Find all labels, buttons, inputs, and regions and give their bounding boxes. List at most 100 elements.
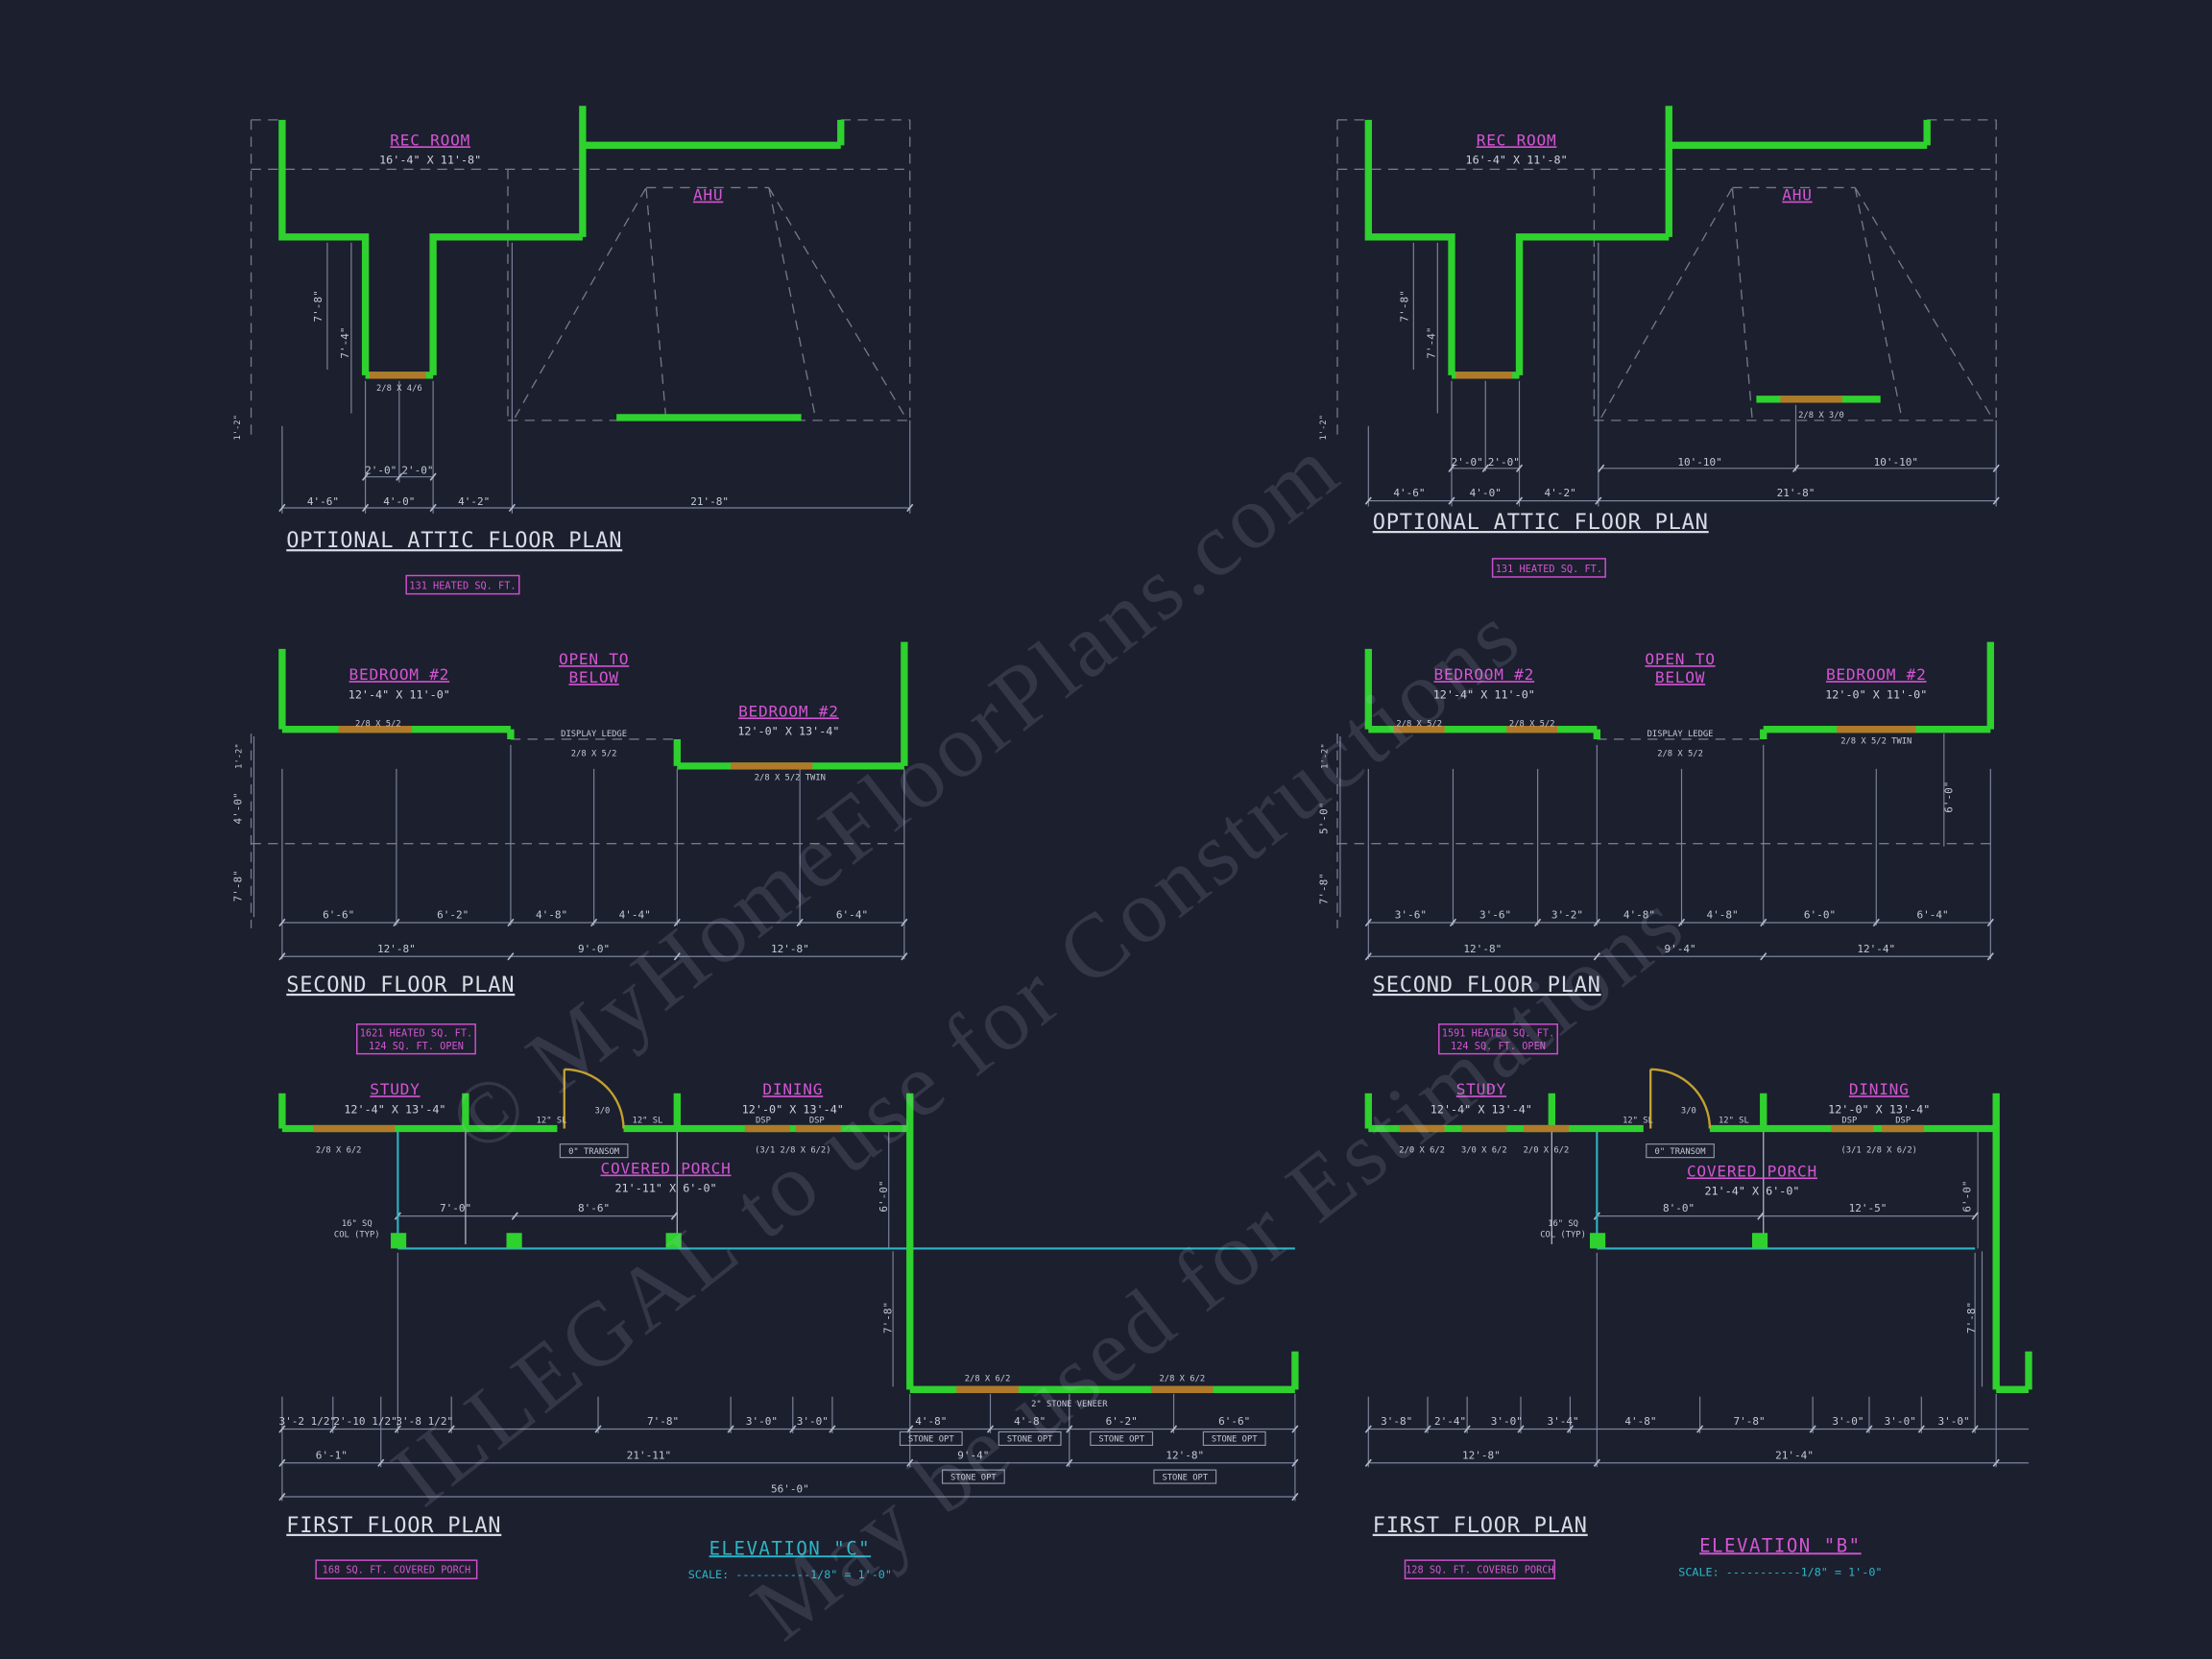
room-size-rec-room: 16'-4" X 11'-8" [1466, 153, 1568, 166]
window-spec: 3/0 X 6/2 [1461, 1145, 1507, 1155]
dimension-text: 4'-6" [1393, 487, 1425, 499]
room-size: 21'-11" X 6'-0" [614, 1182, 716, 1195]
label-box [1202, 1431, 1266, 1446]
dimension-text: 9'-4" [1664, 943, 1695, 955]
label-boxes [559, 1143, 1715, 1484]
window-spec: 12" SL [633, 1117, 663, 1126]
boxed-label: STONE OPT [1098, 1435, 1144, 1445]
dimension-text: 8'-6" [578, 1202, 610, 1214]
dimension-text: 21'-8" [690, 495, 729, 508]
dimension-text: 12'-8" [1463, 943, 1502, 955]
dimension-text: 3'-0" [1491, 1415, 1523, 1428]
dimension-text: 5'-0" [1318, 803, 1331, 834]
dimension-text: 7'-4" [1425, 326, 1437, 358]
dimension-text: 4'-8" [1624, 1415, 1656, 1428]
room-size: 12'-0" X 13'-4" [737, 725, 839, 738]
dimension-text: 4'-6" [307, 495, 339, 508]
window-spec: 2/8 X 5/2 [1657, 750, 1703, 759]
window-spec: DSP [1841, 1117, 1857, 1126]
dimension-text: 6'-0" [1943, 781, 1956, 813]
window-spec: 1'-2" [1321, 743, 1331, 768]
dimension-text: 12'-8" [1462, 1449, 1501, 1461]
window-marker [731, 762, 813, 770]
window-marker [1455, 372, 1513, 379]
window-spec: 2/8 X 5/2 [571, 750, 617, 759]
window-spec: 2/8 X 5/2 [1396, 720, 1442, 730]
door-swing [1649, 1068, 1712, 1129]
room-size: 12'-4" X 11'-0" [349, 687, 450, 701]
dimension-text: 7'-8" [647, 1415, 679, 1428]
dimension-text: 7'-8" [1398, 290, 1410, 322]
dimension-text: 3'-0" [1938, 1415, 1970, 1428]
dimension-text: 7'-8" [1318, 873, 1331, 904]
room-label-dining: DINING [1849, 1080, 1910, 1098]
dimension-text: 3'-8" [1381, 1415, 1412, 1428]
window-spec: 2/8 X 5/2 TWIN [1840, 736, 1911, 746]
panel-attic-right: OPTIONAL ATTIC FLOOR PLAN 131 HEATED SQ.… [1336, 106, 2000, 578]
transom-label: 0" TRANSOM [568, 1147, 619, 1157]
room-size-rec-room: 16'-4" X 11'-8" [379, 153, 481, 166]
window-spec: DISPLAY LEDGE [561, 730, 627, 739]
boxed-label: STONE OPT [908, 1435, 954, 1445]
label-box [899, 1431, 963, 1446]
boxed-label: STONE OPT [1212, 1435, 1258, 1445]
dimension-text: 4'-8" [1707, 909, 1739, 922]
dimension-text: 10'-10" [1874, 456, 1918, 469]
room-size: 12'-4" X 11'-0" [1433, 687, 1535, 701]
dimension-text: 3'-2" [1551, 909, 1583, 922]
window-spec: 2/8 X 6/2 [316, 1145, 362, 1155]
sqft-label: 131 HEATED SQ. FT. [1496, 564, 1602, 575]
dimension-text: 21'-11" [627, 1449, 671, 1461]
room-label-ahu: AHU [693, 186, 723, 204]
window-marker [369, 372, 426, 379]
dimension-text: 2'-0" [1488, 456, 1520, 469]
window-spec: DISPLAY LEDGE [1647, 730, 1714, 739]
dimension-text: 4'-2" [1545, 487, 1576, 499]
dimension-text: 7'-0" [440, 1202, 471, 1214]
dimension-text: 6'-1" [316, 1449, 348, 1461]
porch-column [506, 1233, 522, 1249]
window-spec: DSP [756, 1117, 771, 1126]
dimension-text: 2'-0" [1452, 456, 1483, 469]
panel-first-right: FIRST FLOOR PLAN 128 SQ. FT. COVERED POR… [1364, 1068, 2032, 1579]
label-box [1646, 1143, 1715, 1159]
window-spec: 2/8 X 6/2 [965, 1375, 1011, 1384]
window-marker [1393, 726, 1445, 733]
elevation-c-label: ELEVATION "C" SCALE: -----------1/8" = 1… [688, 1537, 892, 1581]
dimension-text: 3'-0" [1885, 1415, 1916, 1428]
dimension-text: 2'-10 1/2" [333, 1415, 397, 1428]
dimension-text: 4'-8" [536, 909, 567, 922]
window-spec: 1'-2" [233, 415, 243, 440]
dimension-text: 6'-4" [836, 909, 868, 922]
window-spec: 2/8 X 5/2 TWIN [755, 774, 826, 783]
label-box [1153, 1469, 1217, 1484]
sqft-label: 131 HEATED SQ. FT. [409, 580, 516, 591]
sqft-box [1491, 558, 1606, 578]
dimension-text: 2'-0" [365, 465, 397, 477]
room-label-bedroom-2: BEDROOM #2 [1433, 665, 1534, 684]
title-first-right: FIRST FLOOR PLAN [1373, 1514, 1588, 1538]
dimension-text: 3'-2 1/2" [278, 1415, 336, 1428]
window-spec: DSP [809, 1117, 825, 1126]
window-marker [338, 726, 413, 733]
window-spec: 2/8 X 3/0 [1798, 411, 1844, 421]
title-second-left: SECOND FLOOR PLAN [286, 974, 515, 998]
dimension-text: 6'-4" [1916, 909, 1948, 922]
watermark-line: May be used for Estimations [733, 872, 1703, 1659]
dimension-text: 12'-4" [1857, 943, 1895, 955]
dimension-text: 10'-10" [1677, 456, 1721, 469]
porch-column [391, 1233, 407, 1249]
dimension-text: 3'-0" [746, 1415, 778, 1428]
sqft-box [315, 1559, 478, 1579]
dimension-text: 4'-2" [458, 495, 490, 508]
window-marker [1831, 1124, 1874, 1133]
window-spec: 3/0 [594, 1106, 610, 1116]
dimension-text: 7'-8" [1965, 1302, 1978, 1334]
elevation-b-scale: SCALE: -----------1/8" = 1'-0" [1678, 1565, 1882, 1578]
sqft-box [356, 1023, 476, 1055]
window-spec: COL (TYP) [1540, 1231, 1586, 1240]
dimension-text: 21'-8" [1777, 487, 1815, 499]
dimension-text: 2'-4" [1434, 1415, 1466, 1428]
dimension-text: 7'-8" [312, 290, 325, 322]
